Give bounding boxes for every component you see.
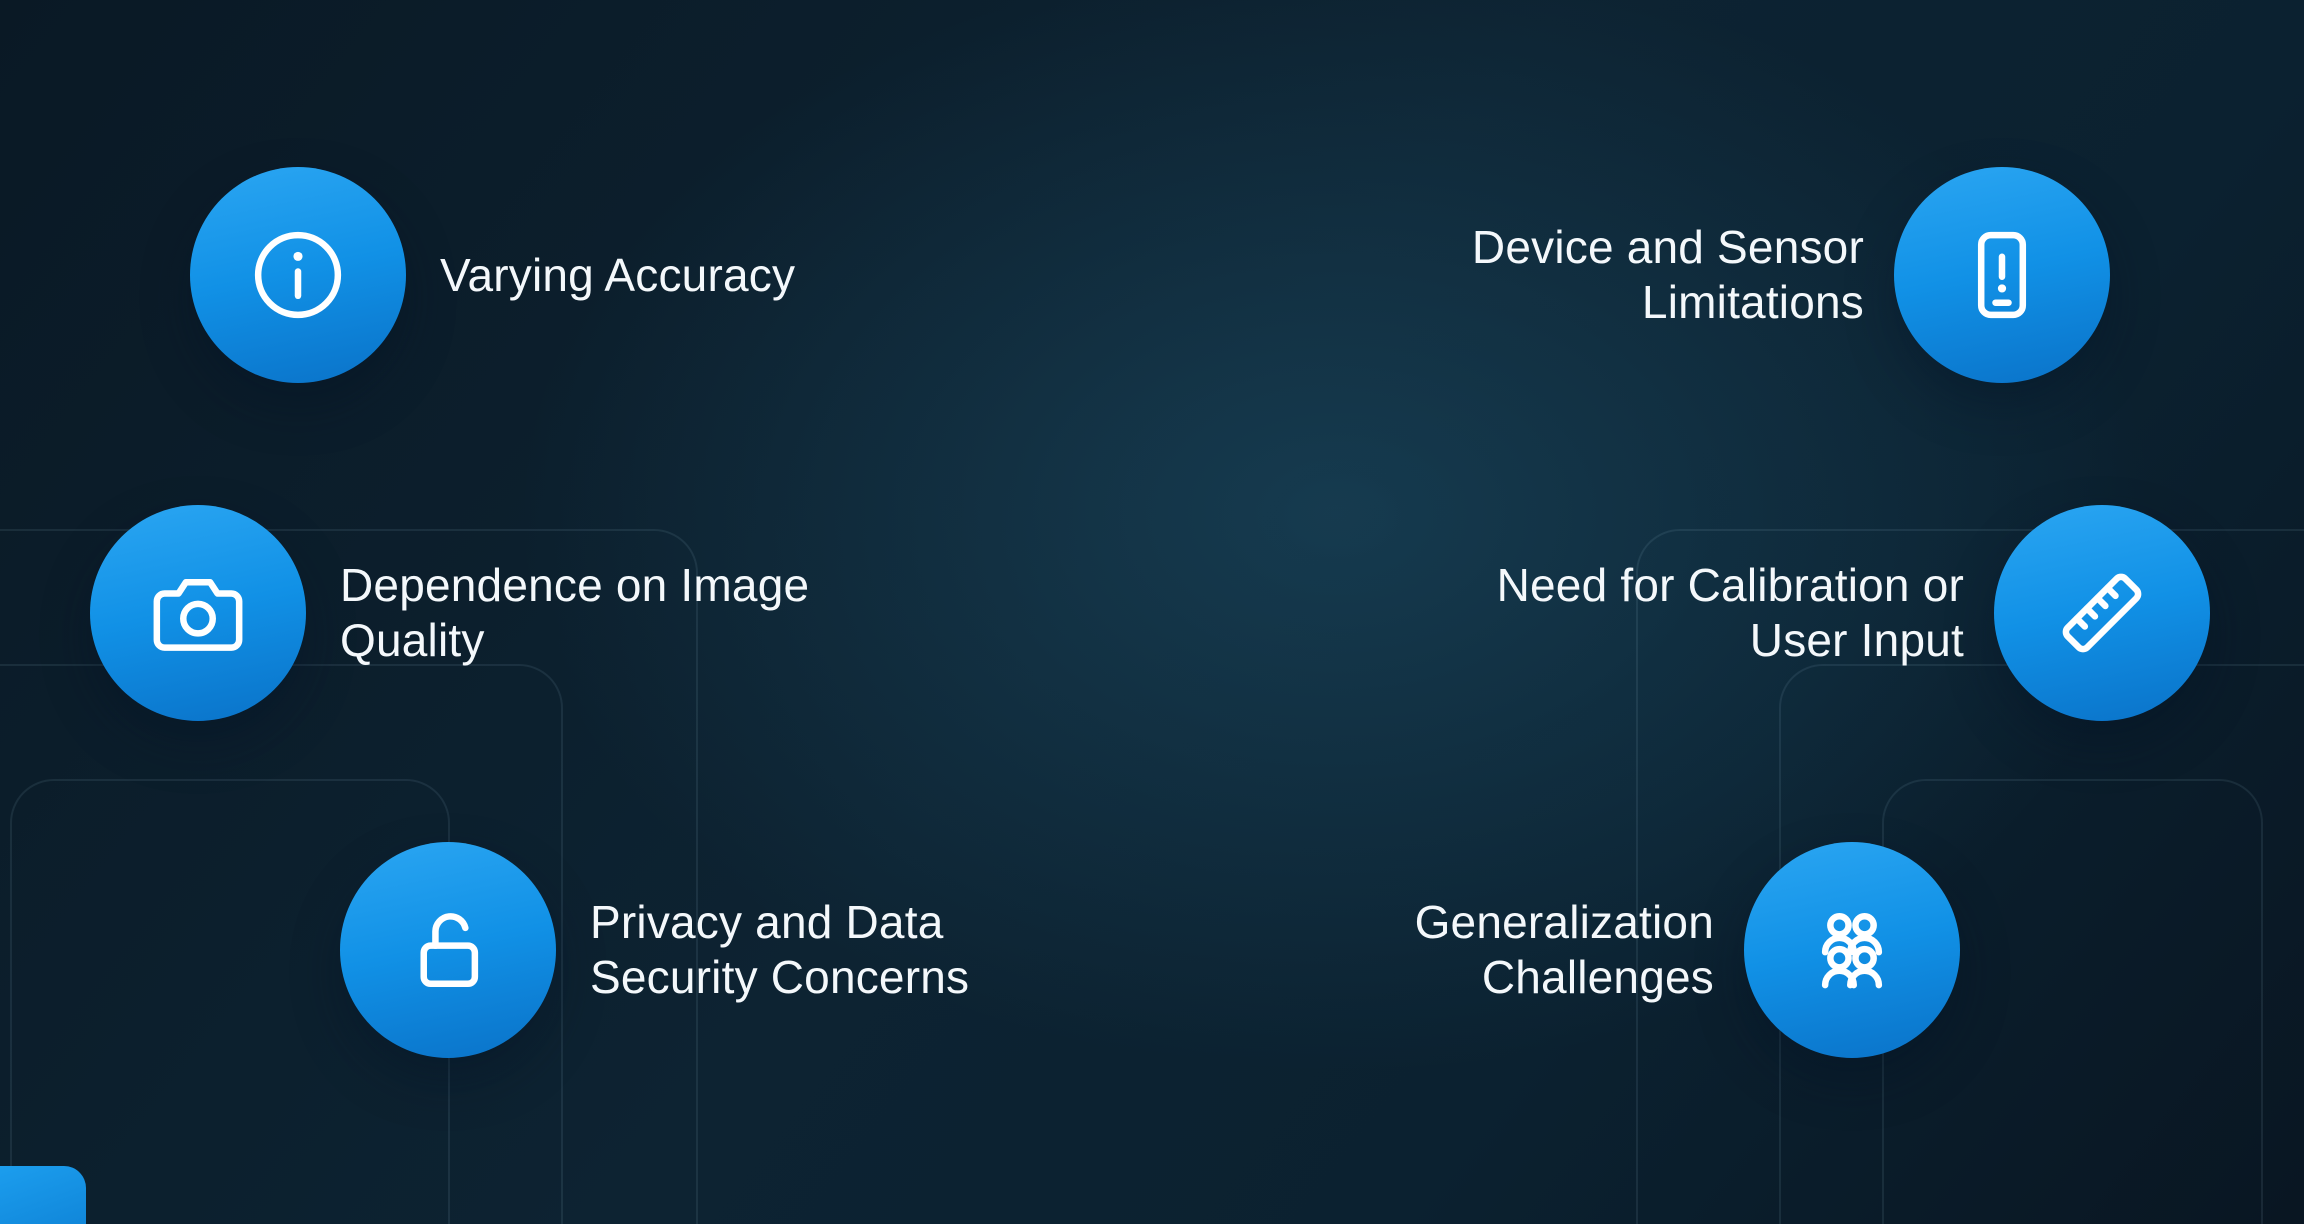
item-device-sensor-limitations: Device and Sensor Limitations bbox=[1472, 167, 2110, 383]
item-label: Device and Sensor Limitations bbox=[1472, 220, 1864, 330]
label-line: Dependence on Image bbox=[340, 559, 810, 611]
label-line: Privacy and Data bbox=[590, 896, 944, 948]
people-badge bbox=[1744, 842, 1960, 1058]
item-label: Generalization Challenges bbox=[1415, 895, 1714, 1005]
item-privacy-data-security: Privacy and Data Security Concerns bbox=[340, 842, 969, 1058]
item-generalization-challenges: Generalization Challenges bbox=[1415, 842, 1960, 1058]
info-icon bbox=[254, 231, 342, 319]
phone-badge bbox=[1894, 167, 2110, 383]
ruler-badge bbox=[1994, 505, 2210, 721]
phone-alert-icon bbox=[1977, 231, 2027, 319]
camera-badge bbox=[90, 505, 306, 721]
label-line: Generalization bbox=[1414, 896, 1714, 948]
label-line: User Input bbox=[1749, 614, 1964, 666]
item-need-calibration-user-input: Need for Calibration or User Input bbox=[1497, 505, 2210, 721]
item-dependence-on-image-quality: Dependence on Image Quality bbox=[90, 505, 809, 721]
corner-accent-chip bbox=[0, 1166, 86, 1224]
item-label: Privacy and Data Security Concerns bbox=[590, 895, 969, 1005]
item-varying-accuracy: Varying Accuracy bbox=[190, 167, 795, 383]
label-line: Varying Accuracy bbox=[440, 248, 796, 301]
label-line: Device and Sensor bbox=[1471, 221, 1864, 273]
item-label: Varying Accuracy bbox=[440, 248, 795, 303]
label-line: Limitations bbox=[1641, 276, 1864, 328]
info-badge bbox=[190, 167, 406, 383]
people-icon bbox=[1821, 912, 1883, 989]
camera-icon bbox=[153, 578, 243, 651]
item-label: Dependence on Image Quality bbox=[340, 558, 809, 668]
ruler-icon bbox=[2062, 573, 2142, 653]
label-line: Need for Calibration or bbox=[1496, 559, 1964, 611]
label-line: Challenges bbox=[1481, 951, 1714, 1003]
label-line: Security Concerns bbox=[590, 951, 970, 1003]
item-label: Need for Calibration or User Input bbox=[1497, 558, 1964, 668]
label-line: Quality bbox=[340, 614, 485, 666]
lock-open-icon bbox=[420, 913, 479, 988]
lock-badge bbox=[340, 842, 556, 1058]
